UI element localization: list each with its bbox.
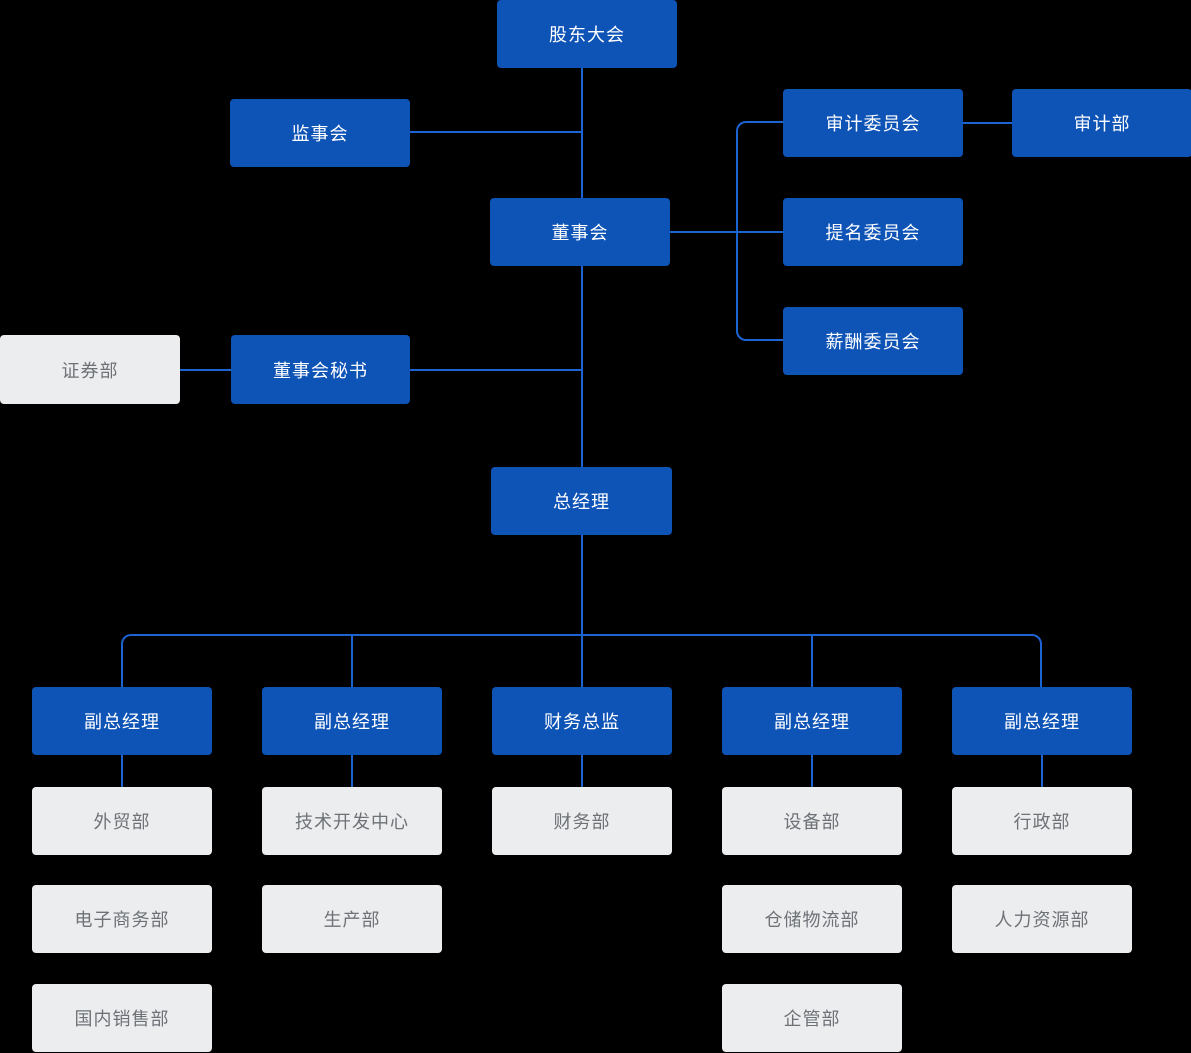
node-board-secretary: 董事会秘书 [231,335,410,404]
connector-deputy4-dept [1041,755,1043,787]
connector-audit-committee-branch [746,121,783,123]
node-nomination-committee: 提名委员会 [783,198,963,266]
node-remuneration-committee: 薪酬委员会 [783,307,963,375]
node-deputy-gm-4: 副总经理 [952,687,1132,755]
node-supervisory-board: 监事会 [230,99,410,167]
node-enterprise-mgmt-dept: 企管部 [722,984,902,1052]
connector-secretary-trunk [410,369,582,371]
node-domestic-sales-dept: 国内销售部 [32,984,212,1052]
connector-drop-deputy1 [121,644,123,687]
node-audit-committee: 审计委员会 [783,89,963,157]
node-shareholders-meeting: 股东大会 [497,0,677,68]
node-finance-dept: 财务部 [492,787,672,855]
connector-board-gm [581,266,583,467]
node-warehouse-logistics-dept: 仓储物流部 [722,885,902,953]
connector-drop-cfo [581,636,583,687]
connector-shareholders-board [581,68,583,198]
connector-board-committees [670,231,783,233]
node-deputy-gm-1: 副总经理 [32,687,212,755]
connector-row-horizontal [131,634,1032,636]
connector-row-left-corner [121,634,132,645]
connector-remuneration-branch [746,339,783,341]
node-deputy-gm-2: 副总经理 [262,687,442,755]
node-board-of-directors: 董事会 [490,198,670,266]
connector-drop-deputy3 [811,636,813,687]
node-foreign-trade-dept: 外贸部 [32,787,212,855]
node-audit-department: 审计部 [1012,89,1191,157]
node-hr-dept: 人力资源部 [952,885,1132,953]
connector-committee-bracket [736,131,738,331]
connector-drop-deputy4 [1040,644,1042,687]
node-general-manager: 总经理 [491,467,672,535]
node-production-dept: 生产部 [262,885,442,953]
connector-drop-deputy2 [351,636,353,687]
connector-cfo-dept [581,755,583,787]
node-equipment-dept: 设备部 [722,787,902,855]
connector-securities-secretary [180,369,231,371]
node-securities-department: 证券部 [0,335,180,404]
connector-auditcommittee-auditdept [963,122,1012,124]
connector-supervisory-trunk [410,131,582,133]
connector-row-right-corner [1031,634,1042,645]
connector-deputy2-dept [351,755,353,787]
connector-committee-bottom-corner [736,330,747,341]
connector-gm-trunk [581,535,583,636]
node-administration-dept: 行政部 [952,787,1132,855]
connector-deputy1-dept [121,755,123,787]
node-tech-development-center: 技术开发中心 [262,787,442,855]
node-cfo: 财务总监 [492,687,672,755]
connector-deputy3-dept [811,755,813,787]
connector-committee-top-corner [736,121,747,132]
node-deputy-gm-3: 副总经理 [722,687,902,755]
node-ecommerce-dept: 电子商务部 [32,885,212,953]
